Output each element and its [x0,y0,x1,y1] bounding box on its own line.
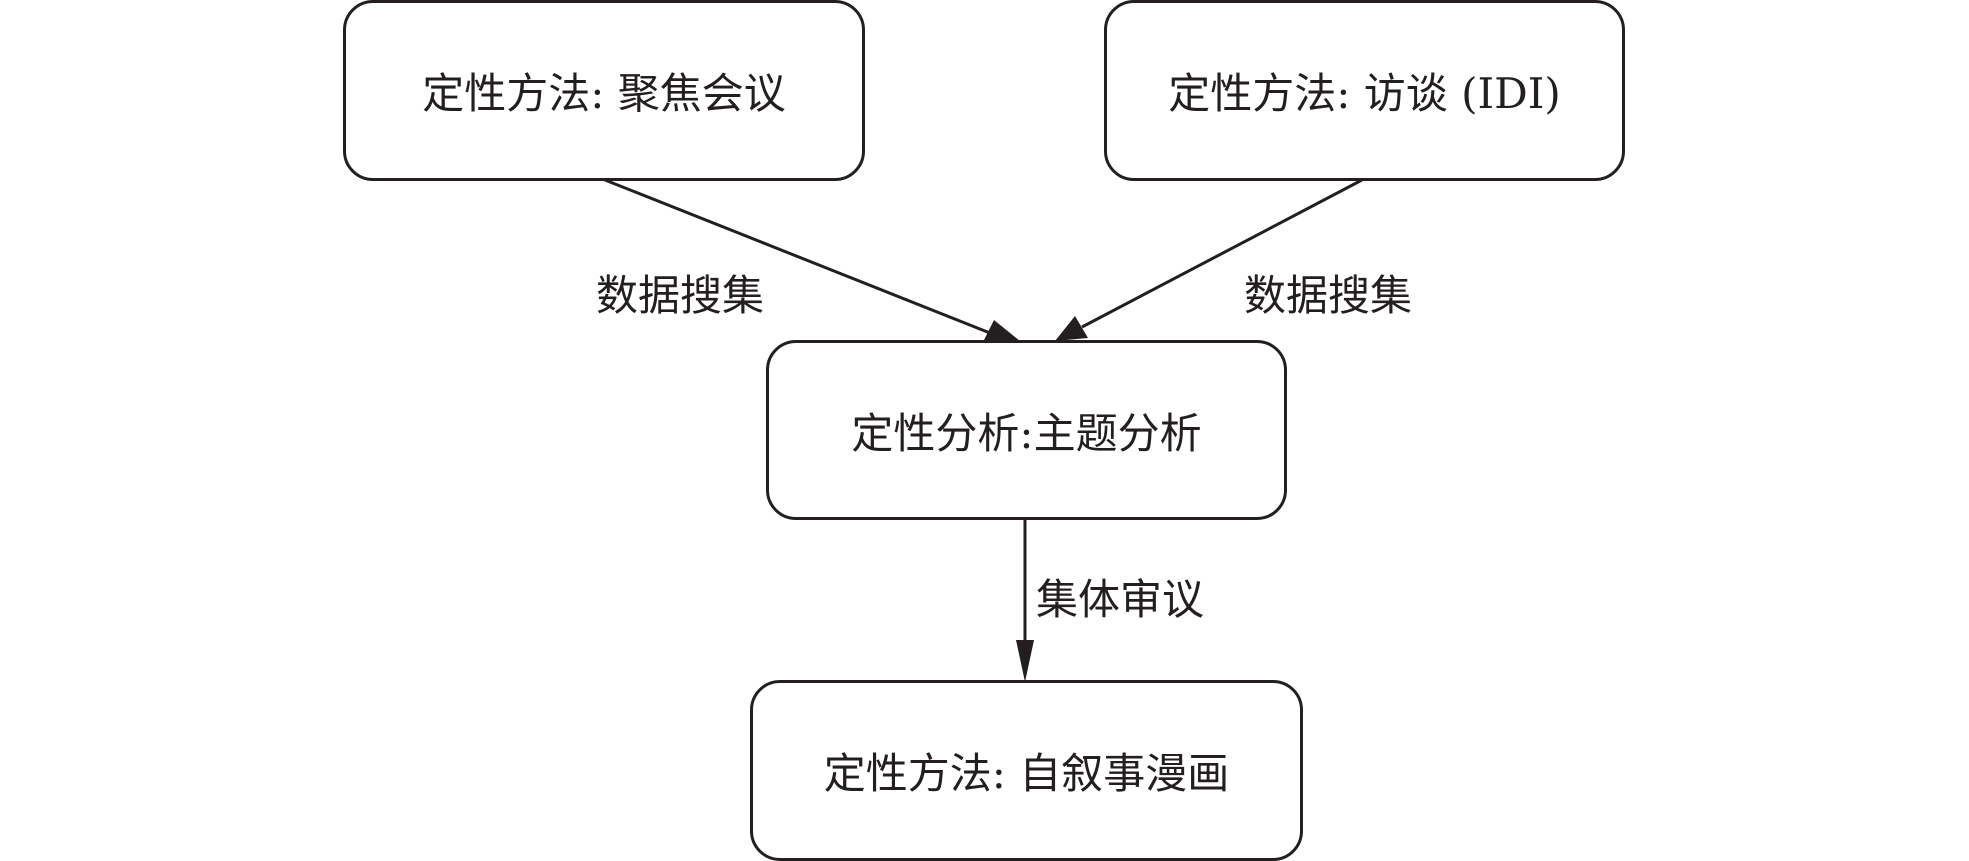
arrowhead-icon [983,320,1020,342]
node-focus-group: 定性方法: 聚焦会议 [343,0,865,181]
node-label: 定性方法: 访谈 (IDI) [1168,69,1561,118]
edge-interview-to-analysis [1055,178,1363,341]
arrowhead-icon [1016,640,1034,682]
edge-label-focus-group: 数据搜集 [596,271,765,320]
edge-label-interview: 数据搜集 [1244,271,1413,320]
node-label: 定性方法: 自叙事漫画 [823,749,1230,798]
node-interview: 定性方法: 访谈 (IDI) [1104,0,1625,181]
node-self-narrative-comic: 定性方法: 自叙事漫画 [750,680,1303,861]
edge-label-collective-review: 集体审议 [1036,575,1205,624]
node-label: 定性方法: 聚焦会议 [422,69,786,118]
edge-analysis-to-comic [1016,519,1034,682]
edge-focus-group-to-analysis [604,178,1020,342]
node-label: 定性分析:主题分析 [851,408,1202,458]
node-thematic-analysis: 定性分析:主题分析 [766,340,1287,520]
arrowhead-icon [1055,316,1088,341]
